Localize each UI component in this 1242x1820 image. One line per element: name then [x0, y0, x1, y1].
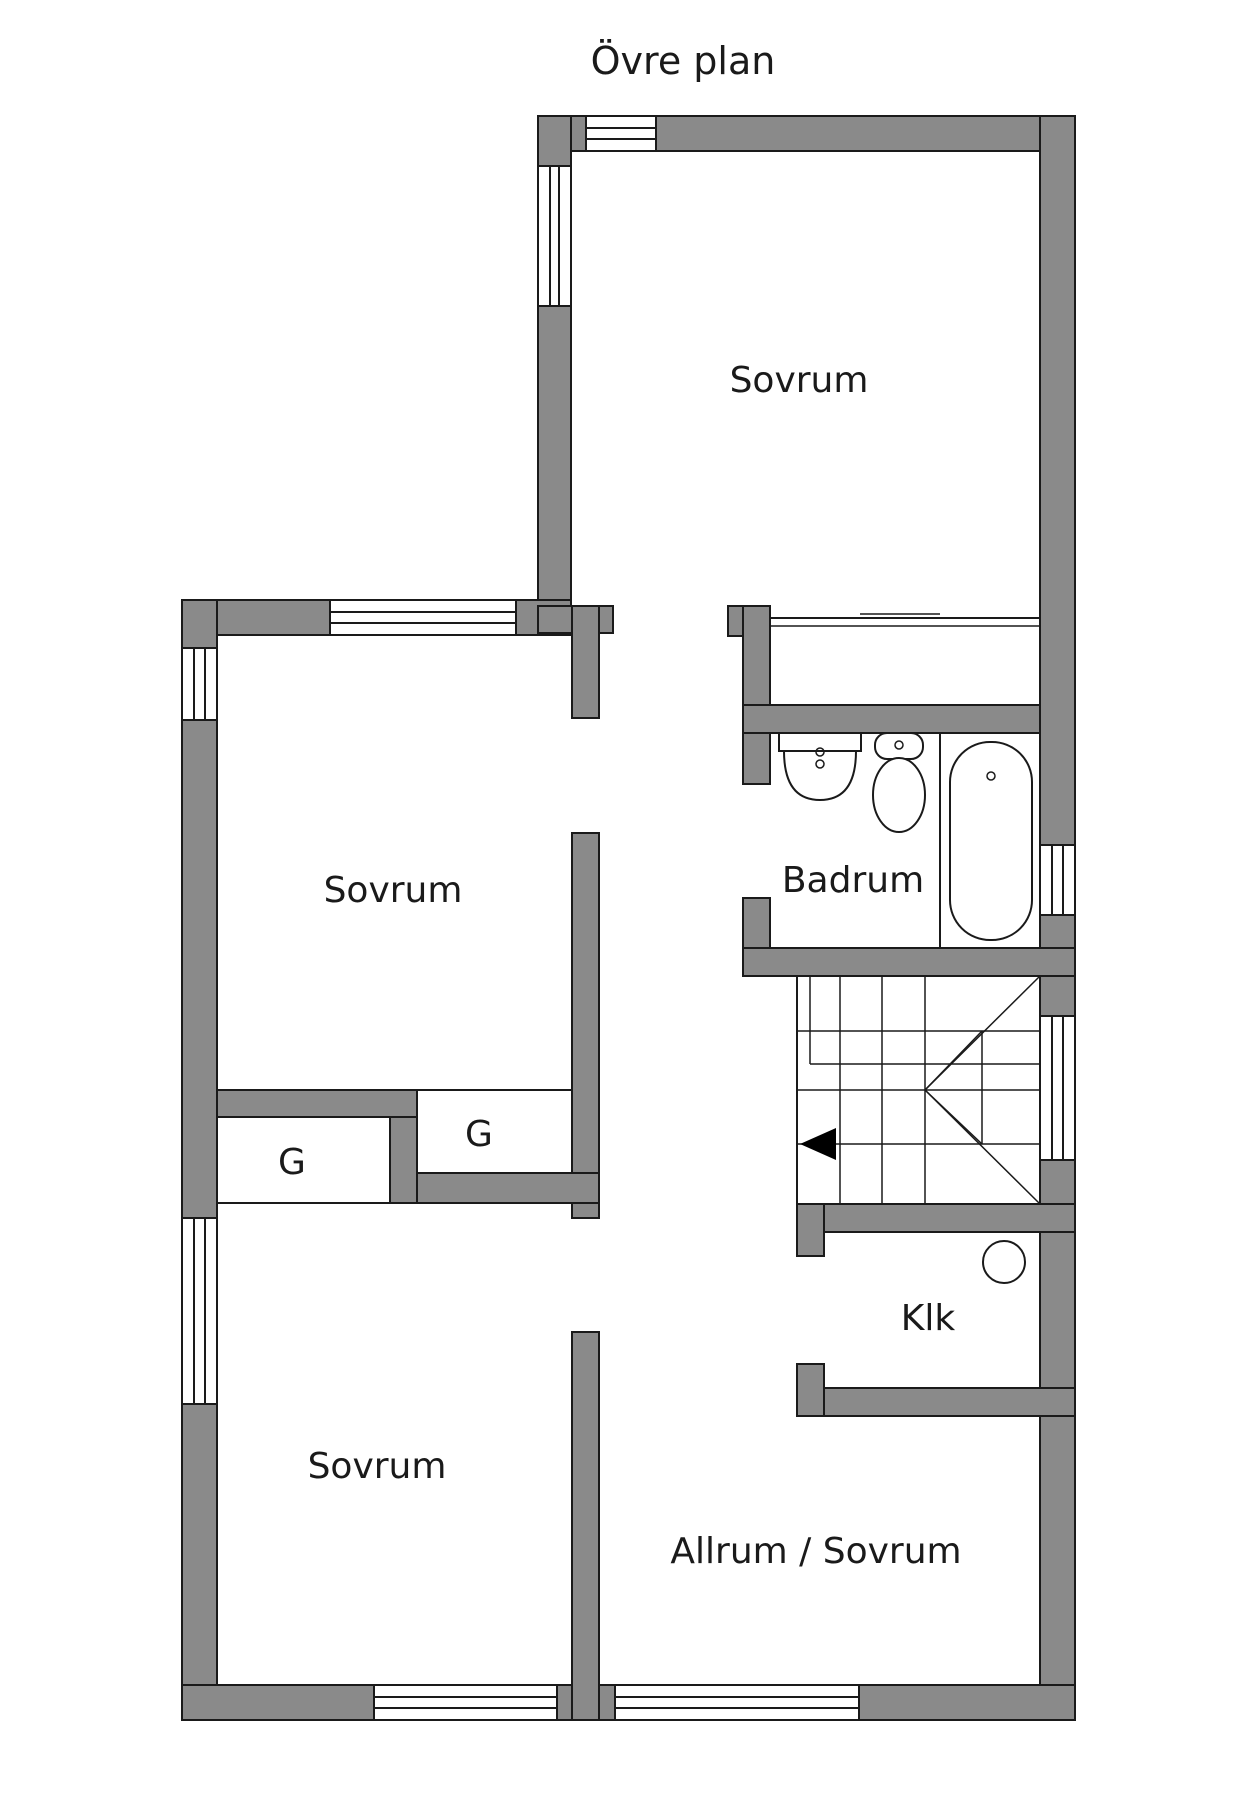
wall-bath-left-a: [742, 605, 771, 785]
windows: [181, 115, 1076, 1721]
wall-bath-bottom: [742, 947, 1076, 977]
window-left-b: [181, 1217, 218, 1405]
wall-closet-top-bottom: [742, 704, 1041, 734]
window-left-upper: [537, 165, 572, 307]
window-left-a: [181, 647, 218, 721]
wall-bedroom-split: [216, 1089, 418, 1118]
room-label-sovrum-top: Sovrum: [730, 360, 869, 401]
room-label-klk: Klk: [901, 1298, 956, 1339]
window-top: [585, 115, 657, 152]
sink-icon: [778, 732, 862, 802]
room-labels: Sovrum Sovrum Sovrum Badrum Klk Allrum /…: [278, 360, 962, 1572]
wall-corridor-left-a: [571, 605, 600, 719]
wall-klk-left-b: [796, 1363, 825, 1417]
room-label-garderob-2: G: [278, 1142, 306, 1183]
wall-right: [1039, 115, 1076, 1721]
stair-arrow-icon: [800, 1128, 836, 1160]
wall-klk-bottom: [796, 1387, 1076, 1417]
bathtub-icon: [939, 732, 1041, 949]
wardrobe-g-right: [416, 1089, 573, 1174]
window-right-bath: [1039, 844, 1076, 916]
wardrobe-top: [769, 617, 1041, 706]
room-label-allrum: Allrum / Sovrum: [670, 1531, 961, 1572]
toilet-icon: [872, 732, 926, 833]
wall-corridor-left-c: [571, 1331, 600, 1721]
wall-stair-bottom: [796, 1203, 1076, 1233]
window-bottom-right: [614, 1684, 860, 1721]
wall-left: [181, 599, 218, 1721]
room-label-badrum: Badrum: [782, 860, 924, 901]
wall-corridor-left-b: [571, 832, 600, 1219]
window-top-left: [329, 599, 517, 636]
room-label-sovrum-left: Sovrum: [324, 870, 463, 911]
room-label-garderob-1: G: [465, 1114, 493, 1155]
bathroom-fixtures: [778, 732, 1041, 949]
room-label-sovrum-bottom: Sovrum: [308, 1446, 447, 1487]
wardrobe-g-left: [216, 1116, 391, 1204]
window-bottom-left: [373, 1684, 558, 1721]
window-right-stair: [1039, 1015, 1076, 1161]
closets: [216, 613, 1041, 1204]
wall-closet-bottom: [389, 1172, 600, 1204]
plan-title: Övre plan: [591, 39, 776, 83]
wall-klk-left-a: [796, 1203, 825, 1257]
staircase: [796, 975, 1041, 1205]
water-heater-icon: [982, 1240, 1026, 1284]
